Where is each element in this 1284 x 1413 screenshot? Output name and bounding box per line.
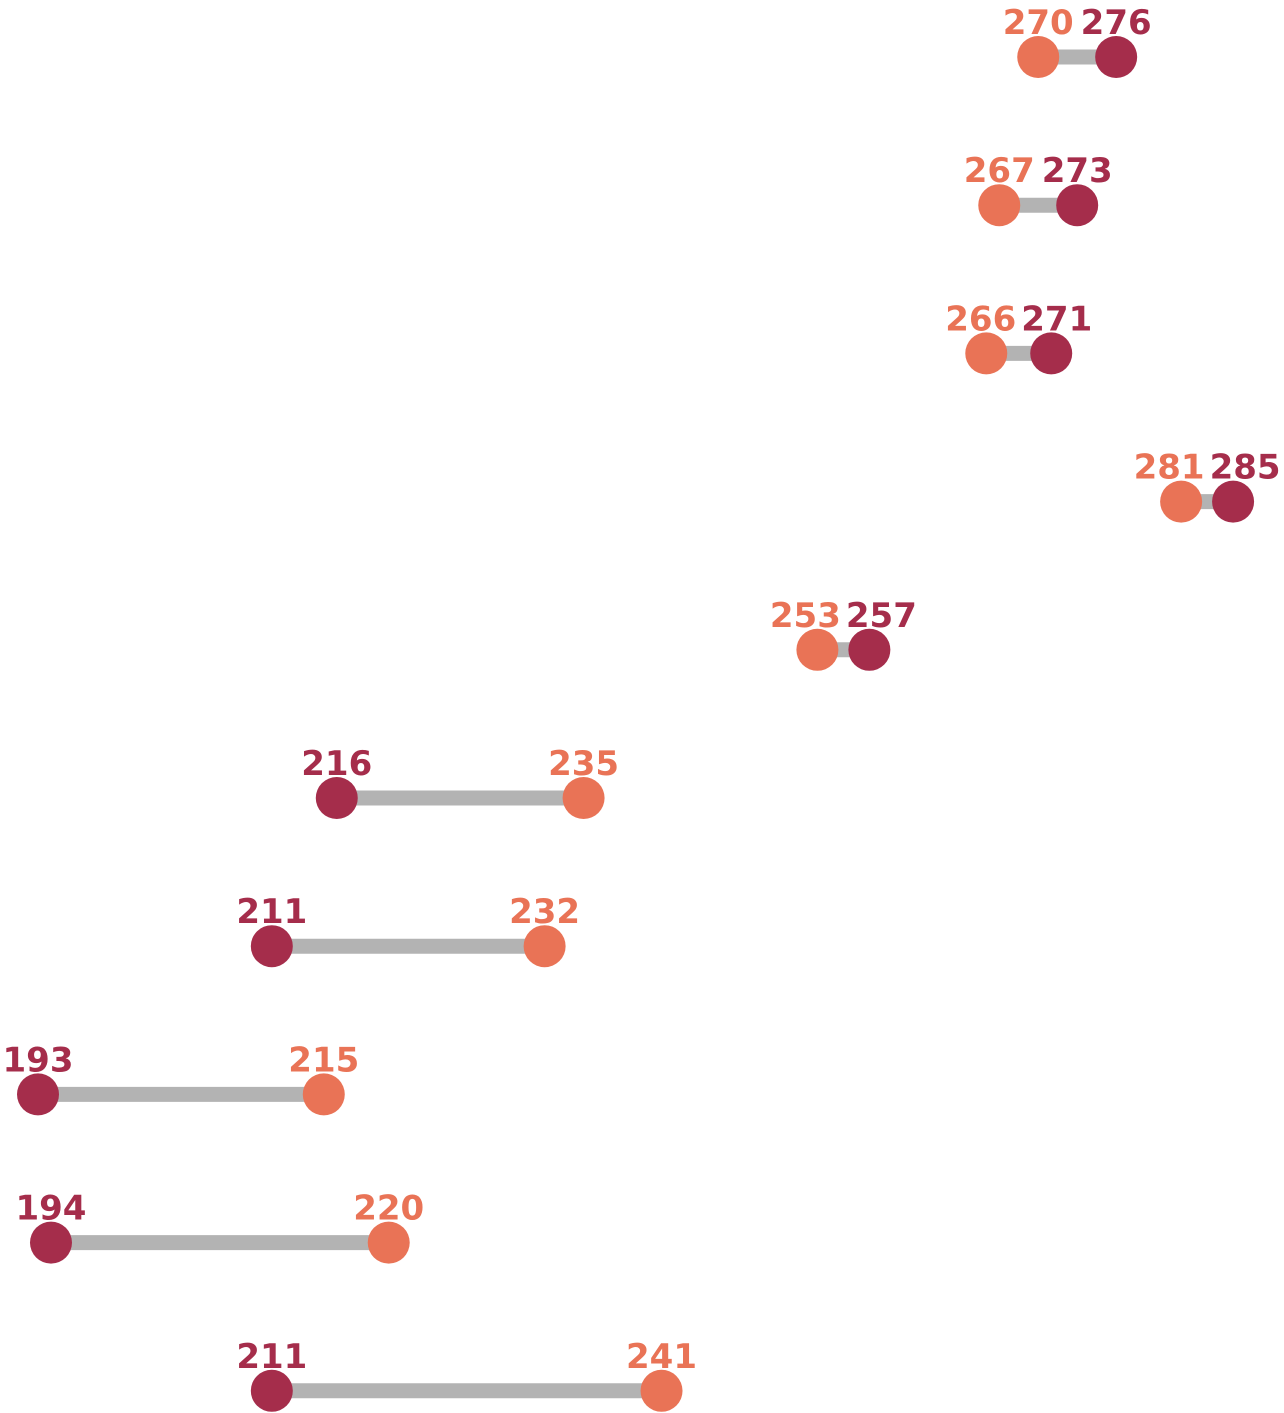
series-a-point: [250, 1369, 293, 1412]
series-a-label: 285: [1210, 448, 1281, 488]
series-a-label: 276: [1081, 3, 1152, 43]
series-b-label: 235: [548, 744, 619, 784]
series-b-label: 281: [1134, 448, 1205, 488]
series-b-label: 270: [1003, 3, 1074, 43]
series-a-label: 194: [15, 1189, 86, 1229]
series-b-label: 232: [509, 892, 580, 932]
series-b-point: [796, 628, 839, 671]
series-a-label: 193: [3, 1040, 74, 1080]
series-b-label: 241: [626, 1337, 697, 1377]
series-a-label: 211: [236, 892, 307, 932]
series-a-point: [315, 777, 358, 819]
series-a-point: [17, 1073, 59, 1116]
series-a-label: 257: [846, 596, 917, 636]
series-b-label: 253: [770, 596, 841, 636]
dumbbell-row: 235 216: [301, 744, 619, 819]
series-a-point: [1056, 184, 1099, 227]
series-b-label: 220: [353, 1189, 424, 1229]
series-a-label: 211: [236, 1337, 307, 1377]
series-b-point: [965, 332, 1008, 375]
series-b-point: [367, 1221, 410, 1264]
dumbbell-row: 215 193: [3, 1040, 359, 1116]
series-b-point: [523, 925, 566, 968]
dumbbell-row: 241 211: [236, 1337, 697, 1412]
dumbbell-row: 220 194: [15, 1189, 424, 1264]
series-b-label: 266: [945, 299, 1016, 339]
series-a-label: 273: [1042, 151, 1113, 191]
series-b-point: [302, 1073, 345, 1116]
series-a-label: 216: [301, 744, 372, 784]
series-b-point: [978, 184, 1021, 227]
series-b-point: [640, 1369, 683, 1412]
dumbbell-row: 232 211: [236, 892, 580, 968]
series-b-point: [1160, 480, 1203, 523]
series-a-point: [29, 1221, 72, 1264]
series-a-point: [1030, 332, 1073, 375]
series-a-point: [1212, 480, 1255, 523]
series-b-point: [1017, 36, 1060, 78]
series-a-label: 271: [1021, 299, 1092, 339]
series-a-point: [1095, 36, 1138, 78]
series-b-label: 267: [964, 151, 1035, 191]
series-b-label: 215: [288, 1040, 359, 1080]
series-a-point: [848, 628, 891, 671]
series-b-point: [562, 777, 605, 819]
series-a-point: [250, 925, 293, 968]
